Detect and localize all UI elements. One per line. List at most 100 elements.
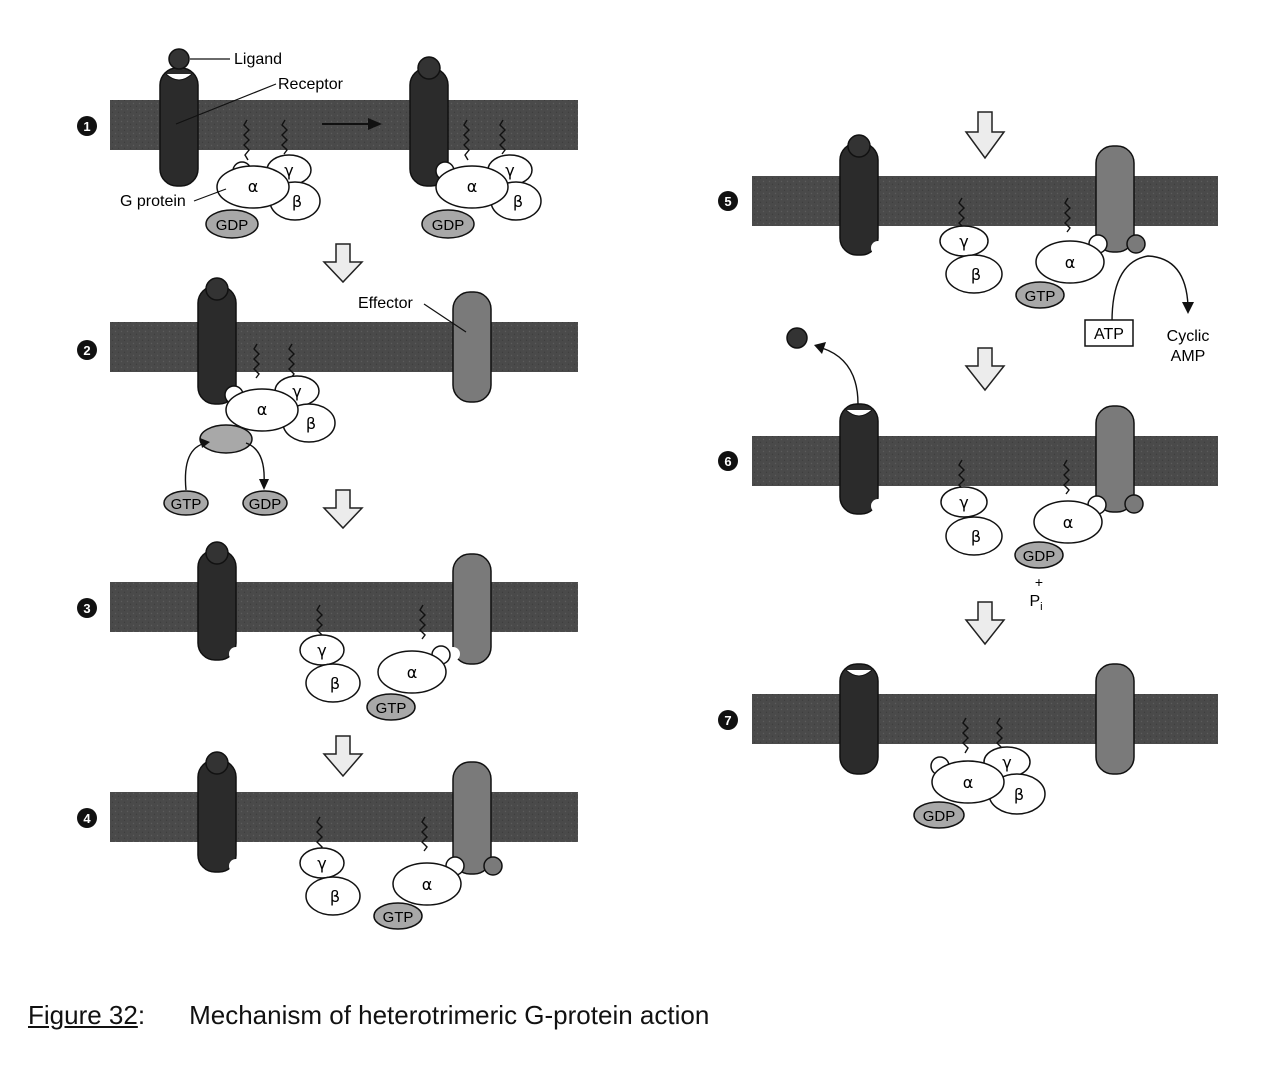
step-number: 3 [83,601,90,616]
figure-caption: Figure 32:Mechanism of heterotrimeric G-… [28,1000,709,1031]
effector [1095,145,1135,253]
alpha-label: α [1063,513,1074,532]
alpha-label: α [1065,253,1076,272]
g-protein-mechanism-diagram: γ β α GDP Ligand Receptor G protein γ β … [77,48,1218,930]
step-number: 6 [724,454,731,469]
step-2-panel: Effector γ β α GTP GDP 2 [77,277,578,516]
gamma-label: γ [284,161,293,180]
receptor-binding-notch [845,409,873,417]
effector [1095,405,1135,513]
gtp-label: GTP [383,909,414,926]
alpha-anchor [1064,197,1071,233]
alpha-anchor [421,816,428,852]
gdp-nucleotide [421,209,475,239]
released-ligand [786,327,808,349]
step-number-badge [77,340,97,360]
gdp-nucleotide [205,209,259,239]
step-5-panel: γ β α GTP ATP Cyclic AMP 5 [718,134,1218,365]
beta-label: β [330,674,340,693]
receptor-binding-notch [845,669,873,677]
ligand-label: Ligand [234,51,282,68]
receptor [839,142,879,256]
cyclic-amp-label-line2: AMP [1171,348,1206,365]
beta-subunit [945,516,1003,556]
gdp-label: GDP [923,808,956,825]
ligand-bound [847,134,871,158]
step-7-panel: γ β α GDP 7 [718,663,1218,829]
alpha-anchor [962,717,969,754]
receptor [159,67,199,187]
ligand-release-arrowhead [814,342,826,354]
gamma-anchor [281,119,288,155]
gtp-nucleotide [163,490,209,516]
ligand-bound [205,751,229,775]
step-6-panel: γ β α GDP + Pi 6 [718,327,1218,613]
effector [452,761,492,875]
alpha-subunit [435,165,509,209]
gamma-label: γ [959,232,968,251]
receptor [197,759,237,873]
ligand-bound [205,277,229,301]
membrane [752,436,1218,486]
alpha-anchor [253,343,260,379]
beta-label: β [971,527,981,546]
alpha-label: α [963,773,974,792]
receptor-cytoplasmic-notch [871,241,885,255]
gamma-label: γ [292,382,301,401]
gamma-label: γ [317,854,326,873]
step-number-badge [77,808,97,828]
step-number-badge [77,116,97,136]
alpha-label: α [257,400,268,419]
step-number: 7 [724,713,731,728]
down-arrow [964,347,1006,392]
ligand-release-arrow [821,347,859,405]
gtp-in-arrow [184,442,207,491]
gdp-nucleotide [1014,541,1064,569]
alpha-subunit [392,862,462,906]
alpha-label: α [248,177,259,196]
gamma-label: γ [317,641,326,660]
gtp-in-arrowhead [200,438,210,448]
alpha-subunit [216,165,290,209]
gamma-anchor [316,816,323,852]
phosphate-label: Pi [1029,593,1042,613]
gtp-label: GTP [1025,288,1056,305]
step-number-badge [718,710,738,730]
transition-arrowhead [368,118,382,130]
receptor-cytoplasmic-notch [229,859,243,873]
cyclic-amp-label-line1: Cyclic [1167,328,1210,345]
receptor [197,549,237,661]
effector [452,553,492,665]
gdp-out-arrowhead [259,479,269,490]
down-arrow [322,735,364,778]
effector-active-site [1124,494,1144,514]
beta-label: β [513,192,523,211]
alpha-subunit [1035,240,1105,284]
alpha-subunit [1033,500,1103,544]
receptor-leader [175,83,277,125]
effector [1095,663,1135,775]
beta-label: β [292,192,302,211]
beta-label: β [306,414,316,433]
alpha-label: α [422,875,433,894]
gdp-nucleotide [913,801,965,829]
gtp-label: GTP [171,496,202,513]
membrane [110,322,578,372]
beta-label: β [330,887,340,906]
step-4-panel: γ β α GTP 4 [77,751,578,930]
down-arrow [322,489,364,530]
receptor [839,663,879,775]
membrane [752,176,1218,226]
down-arrow [964,601,1006,646]
beta-label: β [971,265,981,284]
step-1-panel: γ β α GDP Ligand Receptor G protein γ β … [77,48,578,239]
gamma-label: γ [505,161,514,180]
effector-label: Effector [358,295,414,312]
gamma-subunit [940,486,988,518]
gamma-anchor-2 [499,119,506,155]
gdp-label: GDP [1023,548,1056,565]
atp-to-camp-arrow [1111,255,1189,323]
step-number-badge [77,598,97,618]
gamma-anchor [316,604,323,640]
alpha-subunit [931,760,1005,804]
